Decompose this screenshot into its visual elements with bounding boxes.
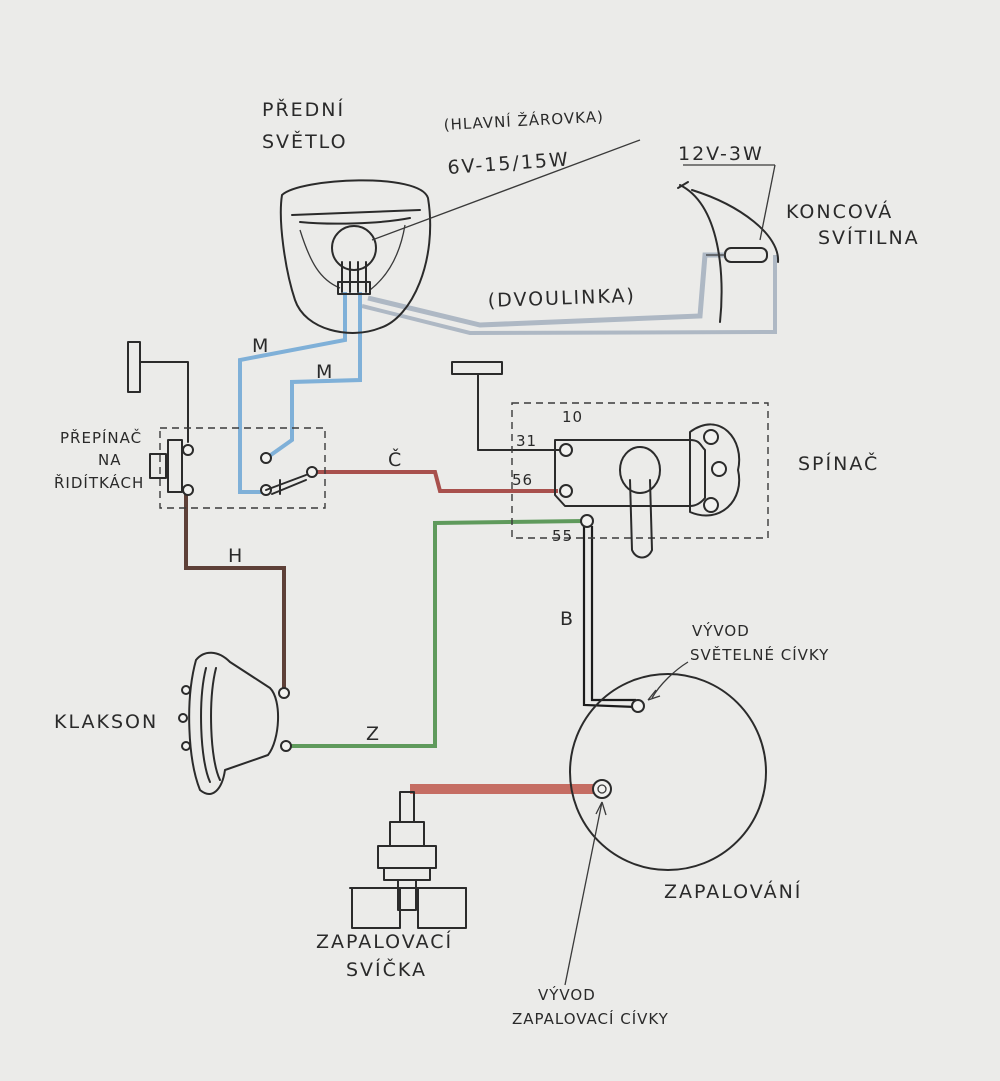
ignition-switch xyxy=(451,361,769,559)
label-vyvod-zapalovaci-2: ZAPALOVACÍ CÍVKY xyxy=(512,1009,669,1028)
label-spinac: SPÍNAČ xyxy=(798,451,879,475)
label-zapalovani: ZAPALOVÁNÍ xyxy=(664,880,802,903)
label-svitilna: SVÍTILNA xyxy=(818,226,920,249)
label-dvoulinka: (DVOULINKA) xyxy=(487,285,636,312)
wire-letter-m2: M xyxy=(316,361,334,383)
label-klakson: KLAKSON xyxy=(54,711,158,733)
terminal-label-10: 10 xyxy=(562,408,583,426)
ignition-magneto xyxy=(564,661,767,986)
wire-m-blue xyxy=(238,292,362,494)
label-prepinac-1: PŘEPÍNAČ xyxy=(60,428,142,447)
label-tail-rating: 12V-3W xyxy=(678,143,764,165)
tail-lamp xyxy=(677,164,780,323)
wire-hv-lead xyxy=(410,784,596,794)
spark-plug xyxy=(349,791,467,929)
terminal-label-56: 56 xyxy=(512,471,533,489)
label-svicka-1: ZAPALOVACÍ xyxy=(316,930,453,953)
terminal-55 xyxy=(580,514,594,528)
wire-h-brown xyxy=(184,490,286,690)
wire-z-green xyxy=(288,519,586,748)
label-svicka-2: SVÍČKA xyxy=(346,957,427,981)
wire-letter-b: B xyxy=(560,608,575,630)
horn-terminal-z xyxy=(280,740,292,752)
lighting-coil-terminal xyxy=(631,699,645,713)
label-vyvod-svetelne-1: VÝVOD xyxy=(692,621,750,640)
wire-b-black xyxy=(582,526,637,709)
horn xyxy=(178,651,292,795)
label-koncova: KONCOVÁ xyxy=(786,200,893,223)
switch-terminal-top xyxy=(182,444,194,456)
label-vyvod-zapalovaci-1: VÝVOD xyxy=(538,985,596,1004)
label-svetlo: SVĚTLO xyxy=(262,130,348,153)
terminal-label-31: 31 xyxy=(516,432,537,450)
label-predni: PŘEDNÍ xyxy=(262,98,345,121)
terminal-31 xyxy=(559,443,573,457)
handlebar-switch xyxy=(127,341,326,509)
headlamp xyxy=(279,139,641,334)
label-prepinac-3: ŘIDÍTKÁCH xyxy=(54,473,144,492)
ignition-coil-terminal xyxy=(592,779,612,799)
terminal-label-55: 55 xyxy=(552,527,573,545)
label-prepinac-2: NA xyxy=(98,451,121,469)
wire-letter-h: H xyxy=(228,545,244,567)
wire-letter-z: Z xyxy=(366,723,381,745)
wire-c-red xyxy=(312,470,558,493)
horn-terminal-h xyxy=(278,687,290,699)
terminal-56 xyxy=(559,484,573,498)
switch-terminal-bottom xyxy=(182,484,194,496)
wire-letter-c: Č xyxy=(388,447,403,471)
label-vyvod-svetelne-2: SVĚTELNÉ CÍVKY xyxy=(690,645,829,664)
wire-letter-m1: M xyxy=(252,335,270,357)
